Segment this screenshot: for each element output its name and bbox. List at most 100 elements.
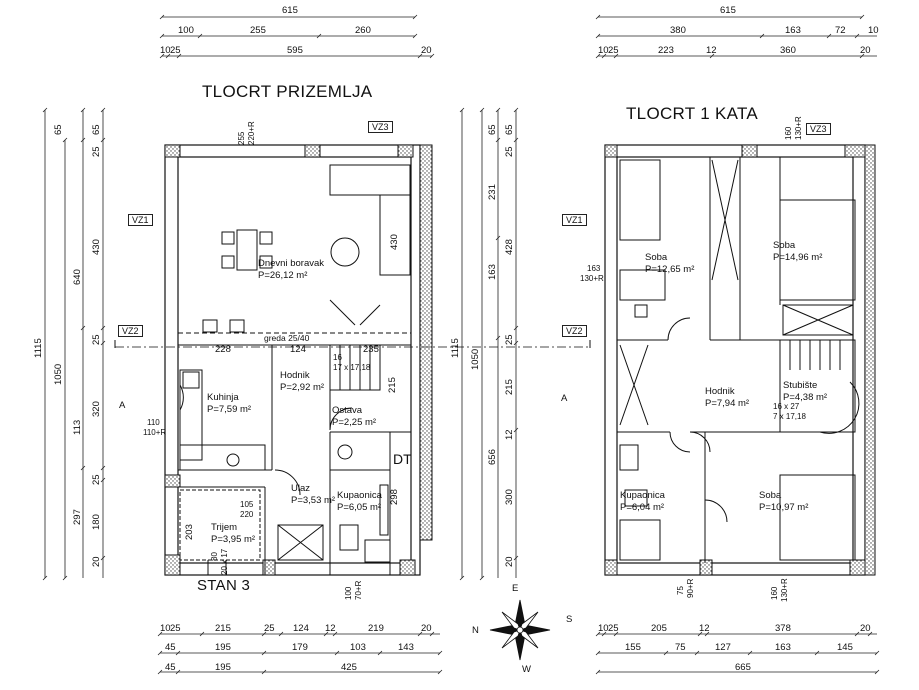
dim-first-bottom: 25 bbox=[608, 623, 619, 634]
dim-ground-right: 20 bbox=[504, 556, 515, 567]
note: 70+R bbox=[354, 580, 363, 600]
dim-ground-right: 65 bbox=[504, 124, 515, 135]
compass-e: E bbox=[512, 583, 519, 594]
dim-ground-right: 163 bbox=[487, 264, 498, 280]
dim-ground-right: 231 bbox=[487, 184, 498, 200]
room-hallway: Hodnik P=2,92 m² bbox=[280, 370, 325, 393]
dim-ground-left: 297 bbox=[72, 509, 83, 525]
dim-ground-top: 255 bbox=[250, 25, 266, 36]
section-marker-a: A bbox=[561, 393, 568, 404]
ground-floor-title: TLOCRT PRIZEMLJA bbox=[202, 82, 373, 101]
dim-first-bottom: 205 bbox=[651, 623, 667, 634]
dim-ground-left: 320 bbox=[91, 401, 102, 417]
marker-vz2: VZ2 bbox=[562, 325, 587, 337]
dim-ground-bottom: 103 bbox=[350, 642, 366, 653]
compass-w: W bbox=[522, 664, 531, 675]
dim-ground-top: 100 bbox=[178, 25, 194, 36]
note: 7 x 17,18 bbox=[773, 412, 806, 421]
dim-ground-bottom: 25 bbox=[264, 623, 275, 634]
note: 110 bbox=[147, 418, 160, 427]
dim-ground-left: 65 bbox=[53, 124, 64, 135]
dim-ground-left: 25 bbox=[91, 334, 102, 345]
dim-ground-top: 25 bbox=[170, 45, 181, 56]
note: 16 bbox=[333, 353, 342, 362]
dim-first-bottom: 127 bbox=[715, 642, 731, 653]
marker-vz3: VZ3 bbox=[368, 121, 393, 133]
note: 75 bbox=[676, 586, 685, 595]
section-marker-a: A bbox=[119, 400, 126, 411]
dim-ground-right: 25 bbox=[504, 146, 515, 157]
dim-ground-bottom: 10 bbox=[160, 623, 171, 634]
dim-ground-bottom: 45 bbox=[165, 642, 176, 653]
dim-ground-right: 300 bbox=[504, 489, 515, 505]
dim-first-bottom: 12 bbox=[699, 623, 710, 634]
dt-label: DT bbox=[393, 451, 412, 467]
dim-first-top: 25 bbox=[608, 45, 619, 56]
first-floor-title: TLOCRT 1 KATA bbox=[626, 104, 759, 123]
note: 298 bbox=[389, 489, 400, 505]
dim-first-top: 380 bbox=[670, 25, 686, 36]
note: 160 bbox=[784, 126, 793, 140]
dim-ground-top: 20 bbox=[421, 45, 432, 56]
dim-ground-right: 656 bbox=[487, 449, 498, 465]
dim-ground-top: 10 bbox=[160, 45, 171, 56]
dim-first-top: 163 bbox=[785, 25, 801, 36]
dim-ground-right: 25 bbox=[504, 334, 515, 345]
dim-ground-left: 430 bbox=[91, 239, 102, 255]
dim-first-bottom: 145 bbox=[837, 642, 853, 653]
dim-ground-bottom: 425 bbox=[341, 662, 357, 673]
dim-first-top: 223 bbox=[658, 45, 674, 56]
dim-first-top: 10 bbox=[598, 45, 609, 56]
note: 17 x 17,18 bbox=[333, 363, 371, 372]
dim-ground-bottom: 25 bbox=[170, 623, 181, 634]
dim-first-bottom: 378 bbox=[775, 623, 791, 634]
note: 105 bbox=[240, 500, 254, 509]
unit-label: STAN 3 bbox=[197, 577, 251, 594]
note: 203 bbox=[184, 524, 195, 540]
dim-ground-right: 65 bbox=[487, 124, 498, 135]
note: 20 x 17 bbox=[220, 548, 229, 575]
dim-ground-left: 65 bbox=[91, 124, 102, 135]
dim-ground-left: 20 bbox=[91, 556, 102, 567]
dim-first-bottom: 665 bbox=[735, 662, 751, 673]
note: 430 bbox=[389, 234, 400, 250]
note: 124 bbox=[290, 344, 306, 355]
dim-ground-left: 180 bbox=[91, 514, 102, 530]
dim-first-top: 20 bbox=[860, 45, 871, 56]
compass-s: S bbox=[566, 614, 573, 625]
dim-ground-right: 1050 bbox=[470, 348, 481, 370]
dim-ground-left: 113 bbox=[72, 419, 83, 435]
dim-ground-top-total: 615 bbox=[282, 5, 298, 16]
dim-ground-bottom: 219 bbox=[368, 623, 384, 634]
dim-ground-bottom: 45 bbox=[165, 662, 176, 673]
note: 110+R bbox=[143, 428, 167, 437]
dim-ground-top: 595 bbox=[287, 45, 303, 56]
dim-ground-bottom: 20 bbox=[421, 623, 432, 634]
dim-ground-right: 12 bbox=[504, 429, 515, 440]
room-bathroom-first: Kupaonica P=6,04 m² bbox=[620, 490, 665, 513]
note: 130+R bbox=[580, 274, 604, 283]
marker-vz3: VZ3 bbox=[806, 123, 831, 135]
note: 228 bbox=[215, 344, 231, 355]
dim-first-top: 72 bbox=[835, 25, 846, 36]
dim-ground-bottom: 215 bbox=[215, 623, 231, 634]
note: 130+R bbox=[794, 116, 803, 140]
dim-ground-bottom: 179 bbox=[292, 642, 308, 653]
dim-ground-bottom: 143 bbox=[398, 642, 414, 653]
dim-first-top-total: 615 bbox=[720, 5, 736, 16]
room-porch: Trijem P=3,95 m² bbox=[211, 522, 256, 545]
note: 220 bbox=[240, 510, 254, 519]
note: 90+R bbox=[686, 578, 695, 598]
room-kitchen: Kuhinja P=7,59 m² bbox=[207, 392, 252, 415]
dim-ground-left: 1050 bbox=[53, 363, 64, 385]
compass-n: N bbox=[472, 625, 479, 636]
note: 235 bbox=[363, 344, 379, 355]
room-bedroom-3: Soba P=10,97 m² bbox=[759, 490, 809, 513]
dim-first-bottom: 20 bbox=[860, 623, 871, 634]
room-hallway-first: Hodnik P=7,94 m² bbox=[705, 386, 750, 409]
room-bedroom-2: Soba P=14,96 m² bbox=[773, 240, 823, 263]
note: 80 bbox=[210, 552, 219, 561]
note: 100 bbox=[344, 586, 353, 600]
note: 215 bbox=[387, 377, 398, 393]
